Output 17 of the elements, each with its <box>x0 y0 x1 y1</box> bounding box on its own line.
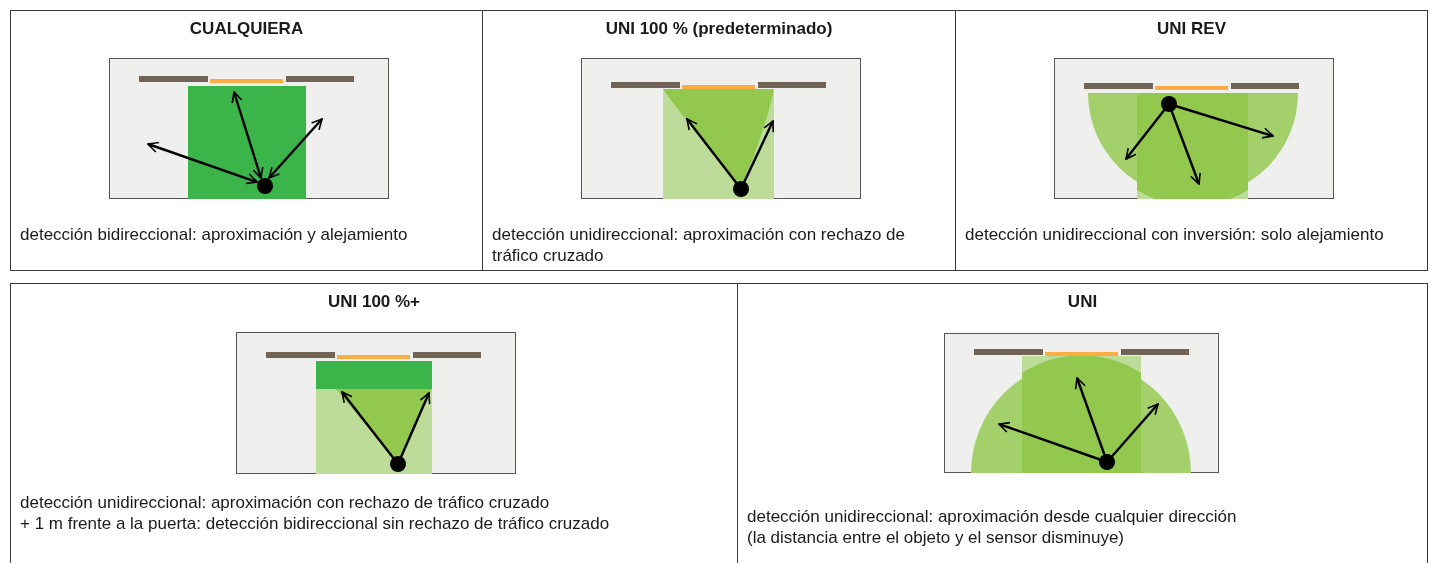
mode-description: detección bidireccional: aproximación y alejamiento <box>20 224 409 245</box>
mode-description: detección unidireccional con inversión: solo alejamiento <box>965 224 1385 245</box>
mode-description: detección unidireccional: aproximación desde cualquier dirección <box>747 506 1238 527</box>
mode-heading: UNI REV <box>1156 19 1227 39</box>
mode-panel <box>955 10 1428 271</box>
mode-panel <box>482 10 956 271</box>
mode-panel <box>10 283 738 563</box>
mode-description: (la distancia entre el objeto y el sensor disminuye) <box>747 527 1126 548</box>
mode-description: detección unidireccional: aproximación con rechazo de tráfico cruzado <box>20 492 551 513</box>
mode-description: detección unidireccional: aproximación con rechazo de tráfico cruzado <box>492 224 906 266</box>
mode-heading: UNI <box>1066 292 1099 312</box>
mode-heading: CUALQUIERA <box>188 19 305 39</box>
mode-heading: UNI 100 %+ <box>326 292 422 312</box>
mode-panel <box>10 10 483 271</box>
mode-panel <box>737 283 1428 563</box>
mode-description: + 1 m frente a la puerta: detección bidireccional sin rechazo de tráfico cruzado <box>20 513 611 534</box>
mode-heading: UNI 100 % (predeterminado) <box>604 19 834 39</box>
